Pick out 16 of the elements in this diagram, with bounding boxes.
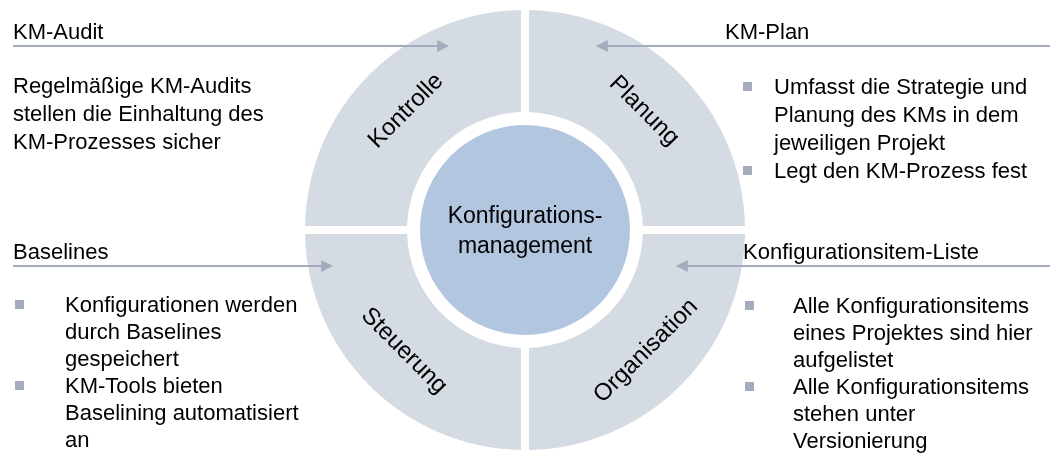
section-heading: KM-Plan — [725, 19, 810, 44]
section-heading: Konfigurationsitem-Liste — [743, 239, 979, 264]
section-heading: Baselines — [13, 239, 109, 264]
center-label: Konfigurations- management — [446, 201, 604, 260]
arrow — [12, 40, 450, 52]
arrow — [675, 260, 1050, 272]
description-text: Alle Konfigurationsitems eines Projektes sind hier aufgelistet — [793, 292, 1034, 373]
description-text: Alle Konfigurationsitems stehen unter Versionierung — [793, 373, 1030, 454]
description-text: Legt den KM-Prozess fest — [774, 157, 1029, 185]
description-text: Regelmäßige KM-Audits stellen die Einhaltung des KM-Prozesses sicher — [13, 72, 265, 156]
section-heading: KM-Audit — [13, 19, 104, 44]
description-text: Umfasst die Strategie und Planung des KMs in dem jeweiligen Projekt — [774, 73, 1029, 157]
arrow — [595, 40, 1050, 52]
arrow — [12, 260, 334, 272]
description-text: KM-Tools bieten Baselining automatisiert an — [65, 372, 300, 453]
description-text: Konfigurationen werden durch Baselines gespeichert — [65, 291, 299, 372]
